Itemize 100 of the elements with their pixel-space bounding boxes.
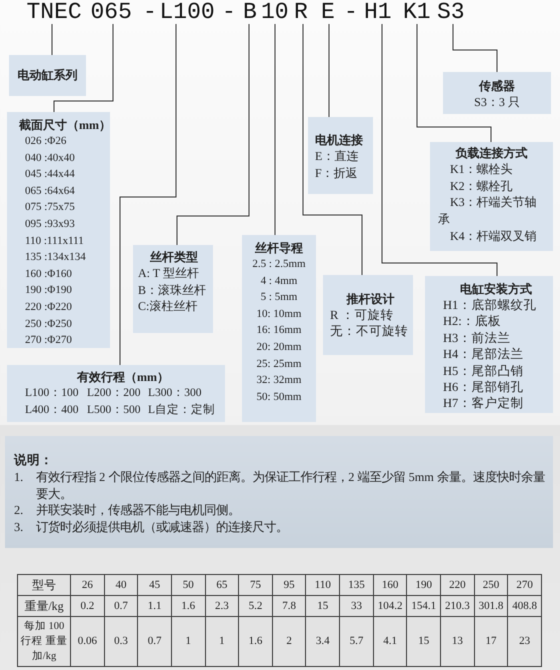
table-cell: 250 xyxy=(474,574,508,596)
table-cell: 104.2 xyxy=(373,596,407,616)
table-cell: 270 xyxy=(508,574,542,596)
table-cell: 220 xyxy=(440,574,474,596)
table-cell: 26 xyxy=(70,574,104,596)
leader-line xyxy=(452,24,498,72)
code-label: L100 xyxy=(160,1,215,24)
option-text: A: T 型丝杆 xyxy=(138,265,199,282)
table-cell: 型号 xyxy=(18,574,70,596)
option-text: F：折返 xyxy=(315,164,358,181)
table-cell: 15 xyxy=(306,596,340,616)
table-cell: 7.8 xyxy=(272,596,306,616)
option-box xyxy=(323,275,413,355)
table-cell: 1.6 xyxy=(238,616,272,666)
table-cell: 1 xyxy=(171,616,206,666)
box-heading: 电动缸系列 xyxy=(18,67,78,83)
option-text: H7：客户定制 xyxy=(443,395,524,412)
leader-line xyxy=(54,24,114,112)
option-text: 2.5 : 2.5mm xyxy=(252,257,306,272)
code-label: H1 xyxy=(364,1,392,24)
table-cell: 0.2 xyxy=(70,596,104,616)
code-label: TNEC xyxy=(26,1,82,24)
box-heading: 丝杆类型 xyxy=(150,249,198,265)
table-cell: 15 xyxy=(406,616,441,666)
table-cell: 0.3 xyxy=(104,616,138,666)
box-heading: 电缸安装方式 xyxy=(460,281,532,297)
option-text: S3：3 只 xyxy=(474,94,520,110)
list-number: 2. xyxy=(14,502,24,520)
option-text: 045 :44x44 xyxy=(25,167,75,182)
table-cell: 1.6 xyxy=(171,596,206,616)
option-text: H6：尾部销孔 xyxy=(443,379,524,396)
option-text: 50: 50mm xyxy=(256,390,302,405)
table-cell: 1 xyxy=(205,616,239,666)
note-text: 订货时必须提供电机（或减速器）的连接尺寸。 xyxy=(36,519,288,536)
table-cell: 50 xyxy=(171,574,206,596)
table-cell: 5.7 xyxy=(340,616,374,666)
list-number: 3. xyxy=(14,519,24,536)
option-text: 160 :Φ160 xyxy=(25,266,72,282)
table-cell: 2 xyxy=(272,616,306,666)
option-text: K1：螺栓头 xyxy=(449,161,513,178)
leader-line xyxy=(302,24,362,276)
option-box xyxy=(430,142,553,251)
option-text: L自定：定制 xyxy=(148,402,216,418)
option-text: R ：可旋转 xyxy=(330,307,394,323)
table-cell: 45 xyxy=(138,574,172,596)
code-label: R xyxy=(294,1,308,24)
option-text: 4 : 4mm xyxy=(260,274,298,289)
box-heading: 截面尺寸（mm） xyxy=(19,117,108,133)
option-text: 5 : 5mm xyxy=(260,290,298,306)
option-text: 10: 10mm xyxy=(256,306,302,322)
leader-line xyxy=(382,24,498,276)
option-text: 065 :64x64 xyxy=(25,184,75,199)
option-text: 32: 32mm xyxy=(256,373,302,388)
table-cell: 0.06 xyxy=(70,616,104,666)
table-cell: 210.3 xyxy=(440,596,474,616)
leader-line xyxy=(274,24,276,236)
notes-heading: 说明： xyxy=(14,452,53,469)
table-cell: 1.1 xyxy=(138,596,172,616)
option-text: K3：杆端关节轴承 xyxy=(438,194,538,228)
option-box xyxy=(242,235,316,422)
code-label: S3 xyxy=(437,1,465,24)
option-text: H2:：底板 xyxy=(443,313,501,330)
option-text: 190 :Φ190 xyxy=(25,283,72,298)
option-text: L100：100 xyxy=(25,386,79,401)
option-text: 无：不可旋转 xyxy=(330,323,408,339)
option-text: K2：螺栓孔 xyxy=(449,178,513,194)
note-text: 并联安装时，传感器不能与电机同侧。 xyxy=(36,502,240,520)
code-separator: - xyxy=(222,1,236,24)
option-text: B：滚珠丝杆 xyxy=(138,282,206,298)
box-heading: 丝杆导程 xyxy=(255,240,303,256)
table-cell: 190 xyxy=(406,574,441,596)
option-text: H3：前法兰 xyxy=(443,330,510,346)
code-separator: - xyxy=(344,1,358,24)
note-text: 有效行程指 2 个限位传感器之间的距离。为保证工作行程，2 端至少留 5mm 余量。速度快时余量要大。 xyxy=(36,469,546,502)
box-heading: 推杆设计 xyxy=(346,291,394,307)
table-cell: 5.2 xyxy=(238,596,272,616)
table-cell: 154.1 xyxy=(406,596,441,616)
table-cell: 33 xyxy=(340,596,374,616)
leader-line xyxy=(176,24,250,246)
list-number: 1. xyxy=(14,469,24,486)
option-text: H1：底部螺纹孔 xyxy=(443,297,536,314)
option-text: 25: 25mm xyxy=(256,356,302,372)
table-cell: 75 xyxy=(238,574,272,596)
option-text: H4：尾部法兰 xyxy=(443,346,524,363)
box-heading: 传感器 xyxy=(479,78,515,94)
leader-line xyxy=(120,24,176,366)
table-cell: 110 xyxy=(306,574,340,596)
table-cell: 65 xyxy=(205,574,239,596)
table-cell: 23 xyxy=(508,616,542,666)
option-box xyxy=(9,55,86,96)
option-text: L300：300 xyxy=(148,386,202,401)
code-label: 065 xyxy=(90,1,132,24)
option-text: E：直连 xyxy=(315,148,358,164)
table-cell: 2.3 xyxy=(205,596,239,616)
leader-line xyxy=(416,24,492,142)
option-text: 20: 20mm xyxy=(256,340,302,355)
table-cell: 13 xyxy=(440,616,474,666)
option-box xyxy=(425,276,553,413)
option-text: L500：500 xyxy=(87,402,141,418)
option-text: C:滚柱丝杆 xyxy=(138,298,198,314)
